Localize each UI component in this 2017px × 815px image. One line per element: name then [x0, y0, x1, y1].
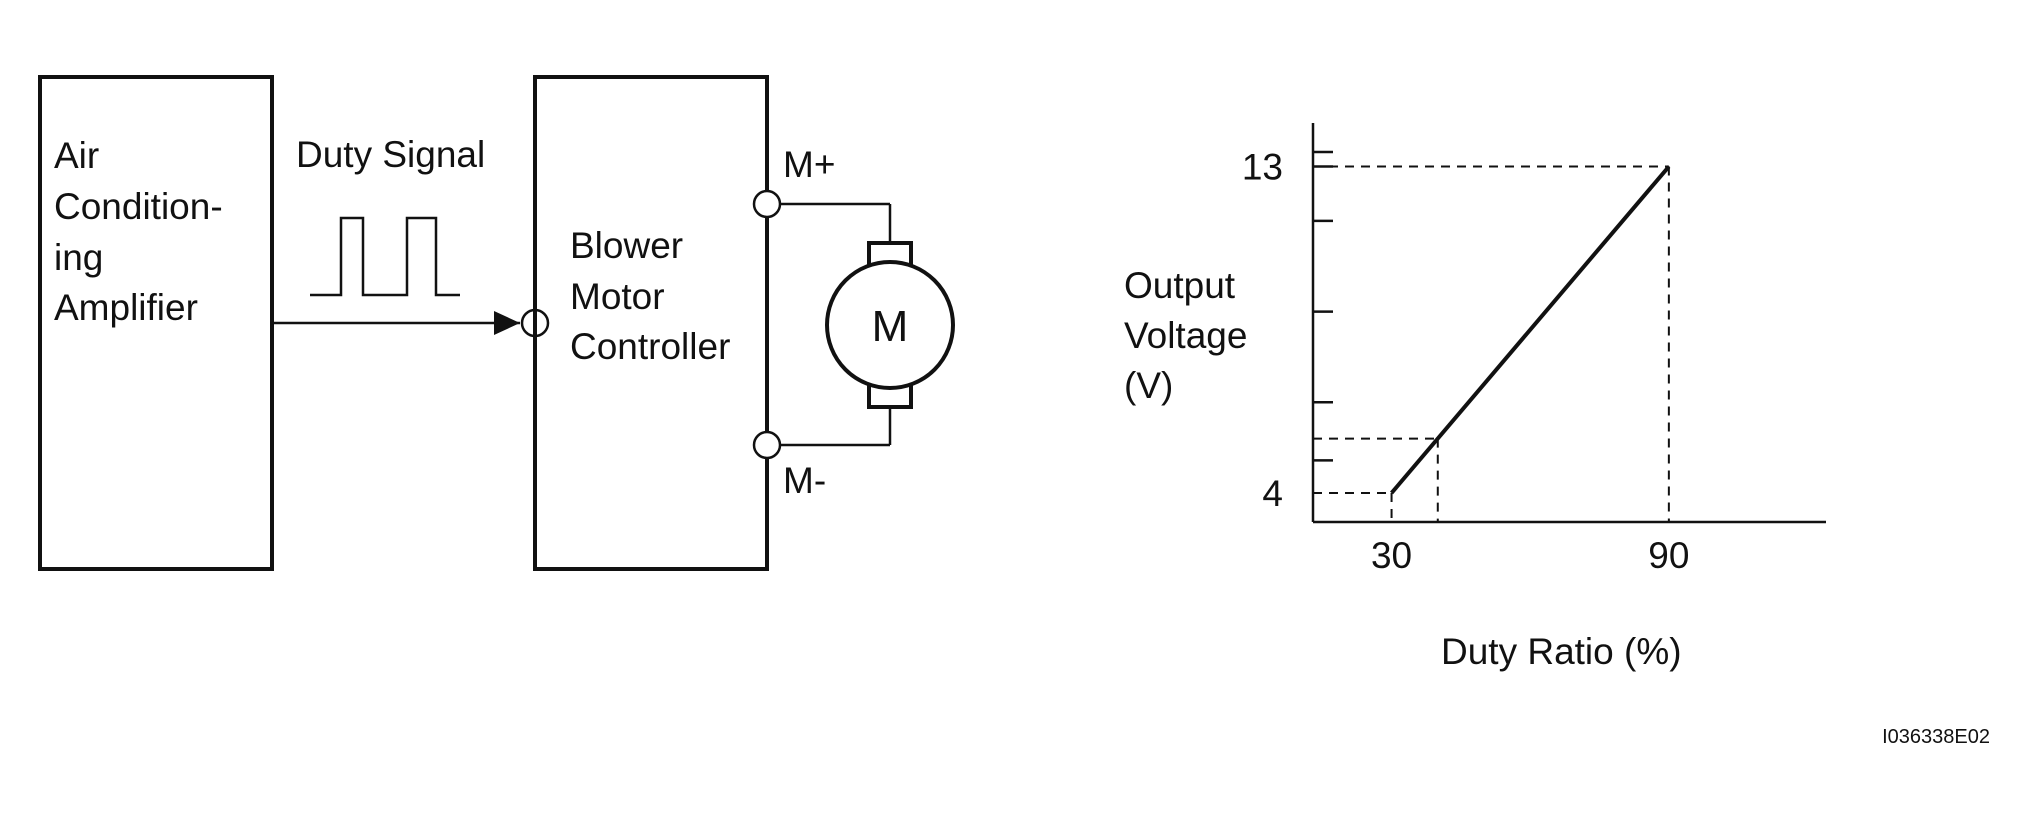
controller-box [533, 75, 769, 571]
amplifier-label-line4: Amplifier [54, 287, 198, 328]
series-line [1390, 165, 1671, 495]
controller-label-line2: Motor [570, 276, 665, 317]
terminal-plus-label: M+ [783, 144, 835, 185]
pwm-waveform [310, 216, 460, 297]
chart-guide-lines [1313, 165, 1670, 522]
x-tick-label-90: 90 [1648, 535, 1689, 576]
duty-voltage-chart: 4 13 30 90 Output Voltage (V) Duty Ratio… [1124, 123, 1826, 672]
y-axis-label-line1: Output [1124, 265, 1236, 306]
terminal-plus [752, 189, 782, 219]
arrow-icon [494, 311, 520, 335]
figure-code: I036338E02 [1882, 726, 1990, 748]
x-axis-label: Duty Ratio (%) [1441, 631, 1682, 672]
y-axis-label-line2: Voltage [1124, 315, 1247, 356]
controller-label-line1: Blower [570, 225, 683, 266]
y-tick-label-13: 13 [1242, 147, 1283, 188]
y-tick-label-4: 4 [1262, 473, 1283, 514]
terminal-minus [752, 430, 782, 460]
motor-label: M [872, 302, 909, 351]
motor-icon [825, 260, 955, 390]
terminal-minus-label: M- [783, 460, 826, 501]
y-axis-tick-marks [1313, 150, 1333, 462]
amplifier-label-line2: Condition- [54, 186, 223, 227]
y-axis-label-line3: (V) [1124, 365, 1173, 406]
x-tick-label-30: 30 [1371, 535, 1412, 576]
controller-label-line3: Controller [570, 326, 730, 367]
duty-signal-label: Duty Signal [296, 134, 485, 175]
amplifier-label-line3: ing [54, 237, 103, 278]
amplifier-label-line1: Air [54, 135, 99, 176]
